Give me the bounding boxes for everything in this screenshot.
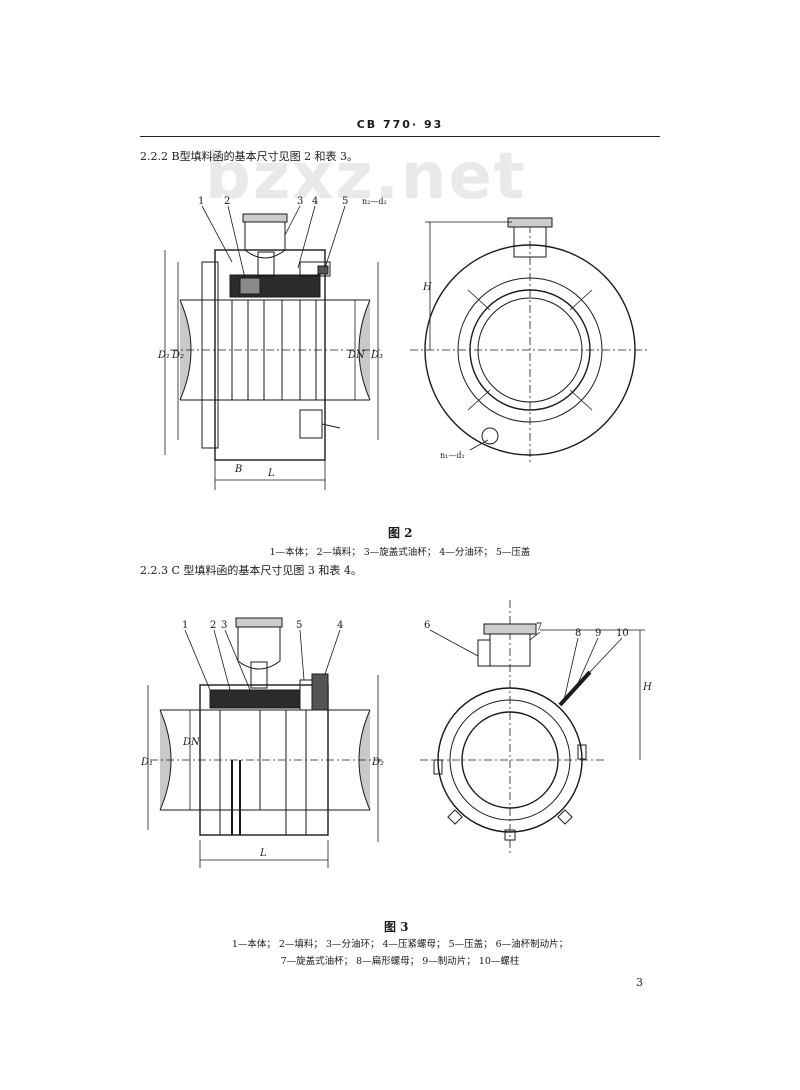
fig3-callout-1: 1 [182, 620, 188, 631]
fig2-dim-l: L [267, 468, 275, 479]
fig2-dim-b: B [234, 464, 242, 475]
fig2-callout-4: 4 [312, 196, 318, 207]
figure-2-legend: 1—本体； 2—填料； 3—旋盖式油杯； 4—分油环； 5—压盖 [269, 547, 531, 558]
fig2-callout-2: 2 [224, 196, 230, 207]
header-rule [140, 136, 660, 137]
fig3-callout-7: 7 [536, 622, 542, 633]
fig3-callout-3: 3 [221, 620, 227, 631]
fig3-dim-d1: D₁ [140, 757, 153, 768]
fig3-callout-4: 4 [337, 620, 343, 631]
fig2-callout-1: 1 [198, 196, 204, 207]
figure-3-legend-line-1: 1—本体； 2—填料； 3—分油环； 4—压紧螺母； 5—压盖； 6—油杯制动片… [231, 939, 569, 950]
fig2-hole-label-bottom: n₁—d₁ [440, 451, 465, 460]
fig3-callout-6: 6 [424, 620, 430, 631]
fig2-dim-d1: D₁ [157, 350, 170, 361]
section-2-2-2: 2.2.2 B型填料函的基本尺寸见图 2 和表 3。 [140, 150, 359, 163]
fig2-dim-d3: D₃ [370, 350, 383, 361]
fig2-dim-dn: DN [347, 350, 366, 361]
fig3-callout-2: 2 [210, 620, 216, 631]
document-code: CB 770· 93 [356, 118, 444, 131]
figure-3-legend-line-2: 7—旋盖式油杯； 8—扁形螺母； 9—制动片； 10—螺柱 [280, 956, 520, 967]
section-2-2-3: 2.2.3 C 型填料函的基本尺寸见图 3 和表 4。 [140, 564, 362, 577]
fig3-callout-10: 10 [616, 628, 629, 639]
figure-2-caption: 图 2 [388, 526, 413, 540]
page-number: 3 [636, 976, 643, 989]
figure-3-caption: 图 3 [384, 920, 409, 934]
fig2-hole-label-top: n₂—d₂ [362, 197, 387, 206]
fig2-dim-d2: D₂ [171, 350, 184, 361]
fig3-dim-h: H [642, 682, 652, 693]
fig2-callout-3: 3 [297, 196, 303, 207]
fig2-dim-h: H [422, 282, 432, 293]
fig3-dim-l: L [259, 848, 267, 859]
fig3-dim-d2: D₂ [371, 757, 384, 768]
fig3-callout-9: 9 [595, 628, 601, 639]
watermark: bzxz.net [205, 140, 527, 214]
fig3-dim-dn: DN [182, 737, 201, 748]
fig2-callout-5: 5 [342, 196, 348, 207]
fig3-callout-8: 8 [575, 628, 581, 639]
fig3-callout-5: 5 [296, 620, 302, 631]
